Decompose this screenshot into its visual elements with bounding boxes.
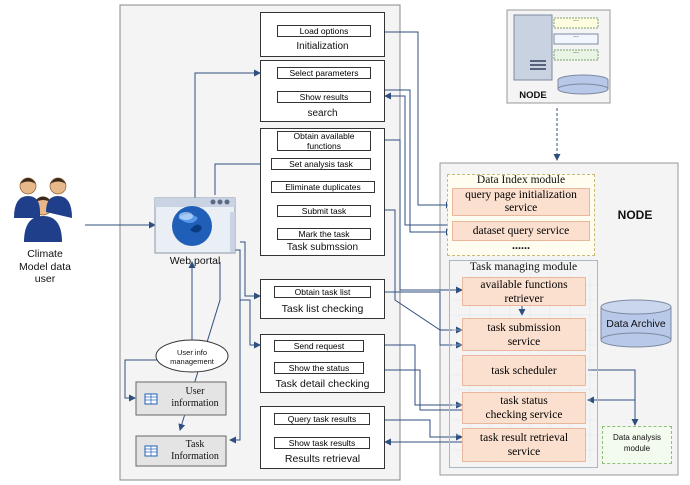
send-request-step: Send request (274, 340, 364, 352)
user-info-mgmt-label: User info management (158, 348, 226, 366)
query-page-init-line2: service (504, 202, 538, 214)
user-information-line1: User (185, 386, 205, 397)
data-index-ellipsis: ...... (512, 238, 530, 252)
task-information-line2: Information (171, 451, 219, 462)
server-icon (513, 14, 609, 95)
task-result-line1: task result retrieval (479, 432, 569, 444)
node-top-dots-2: ... (573, 32, 579, 39)
data-index-title: Data Index module (476, 174, 566, 186)
show-status-step: Show the status (274, 362, 364, 374)
user-icon (14, 177, 72, 242)
user-info-ellipse (155, 339, 229, 373)
dataset-query-service: dataset query service (452, 221, 590, 241)
task-scheduler-line1: task scheduler (491, 364, 557, 377)
obtain-functions-step: Obtain available functions (277, 131, 371, 151)
user-information-label: User information (163, 386, 227, 410)
task-submission-service: task submission service (462, 318, 586, 351)
show-results-step: Show results (277, 91, 371, 103)
user-label: Climate Model data user (5, 248, 85, 286)
obtain-functions-line1: Obtain available (293, 131, 355, 141)
web-portal-icon (154, 197, 236, 254)
set-analysis-task-step: Set analysis task (271, 158, 371, 170)
node-top-label: NODE (519, 90, 547, 101)
available-functions-retriever: available functions retriever (462, 277, 586, 306)
task-information-label: Task Information (163, 439, 227, 463)
task-scheduler: task scheduler (462, 355, 586, 386)
load-options-step: Load options (277, 25, 371, 37)
user-label-line1: Climate (27, 248, 63, 260)
available-functions-line1: available functions (480, 278, 568, 291)
select-parameters-step: Select parameters (277, 67, 371, 79)
data-archive-icon (600, 299, 672, 348)
obtain-task-list-step: Obtain task list (274, 286, 371, 298)
data-archive-label: Data Archive (606, 318, 666, 330)
node-main-label: NODE (617, 208, 653, 222)
task-submission-line1: task submission (487, 321, 561, 334)
task-status-checking-service: task status checking service (462, 392, 586, 424)
submit-task-step: Submit task (277, 205, 371, 217)
task-submission-title: Task submssion (286, 242, 359, 253)
user-info-mgmt-line1: User info (176, 348, 207, 357)
query-page-init-service: query page initialization service (452, 188, 590, 216)
web-portal-label: Web portal (169, 255, 221, 267)
task-status-line2: checking service (485, 409, 563, 421)
eliminate-duplicates-step: Eliminate duplicates (271, 181, 375, 193)
task-detail-title: Task detail checking (275, 378, 370, 390)
user-label-line3: user (34, 273, 56, 285)
task-managing-title: Task managing module (469, 261, 578, 273)
task-submission-line2: service (507, 335, 541, 348)
task-information-line1: Task (185, 439, 205, 450)
node-top-dots-1: ... (573, 16, 579, 23)
data-analysis-label: Data analysis module (602, 432, 672, 454)
task-managing-module (449, 260, 598, 468)
show-task-results-step: Show task results (274, 437, 370, 449)
task-result-line2: service (507, 446, 541, 458)
query-page-init-line1: query page initialization (465, 189, 577, 201)
user-info-mgmt-line2: management (170, 357, 214, 366)
user-information-line2: information (171, 398, 219, 409)
available-functions-line2: retriever (504, 292, 544, 305)
initialization-title: Initialization (296, 41, 349, 52)
results-retrieval-title: Results retrieval (284, 453, 361, 465)
task-result-retrieval-service: task result retrieval service (462, 428, 586, 462)
task-list-title: Task list checking (281, 303, 364, 315)
panel-task-list (260, 279, 385, 319)
query-task-results-step: Query task results (274, 413, 370, 425)
obtain-functions-line2: functions (306, 140, 342, 151)
data-analysis-line2: module (623, 444, 651, 453)
task-status-line1: task status (500, 395, 548, 407)
data-analysis-line1: Data analysis (612, 433, 662, 442)
search-title: search (307, 108, 338, 119)
node-top-dots-3: ... (573, 48, 579, 55)
data-analysis-module (602, 426, 672, 464)
user-label-line2: Model data (19, 260, 71, 273)
mark-task-step: Mark the task (277, 228, 371, 240)
